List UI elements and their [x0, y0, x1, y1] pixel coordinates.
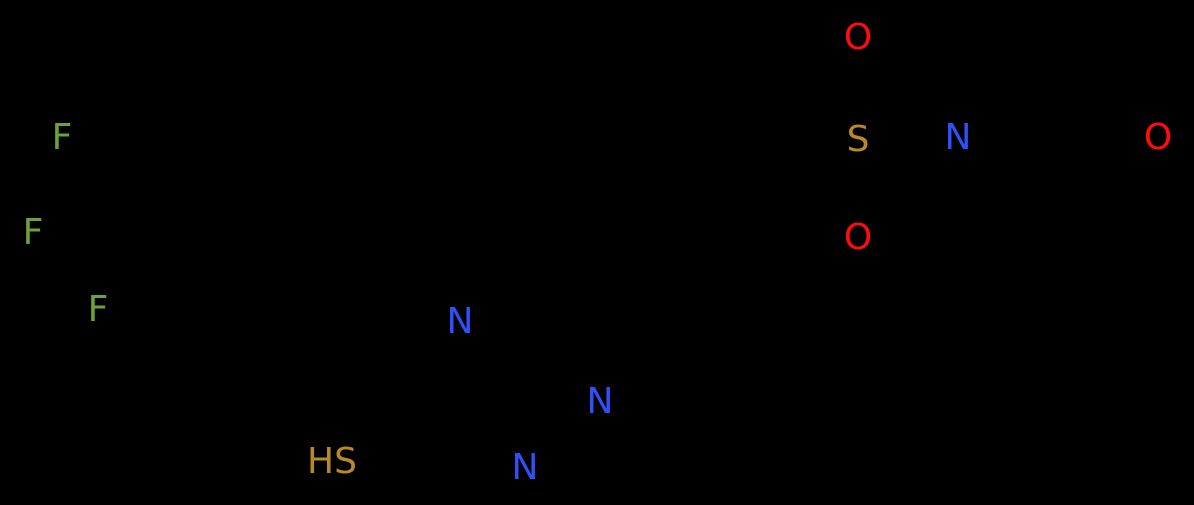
- atom-fluorine-2: F: [22, 212, 44, 253]
- atom-triazole-nitrogen-1: N: [586, 381, 614, 422]
- atom-triazole-nitrogen-2: N: [511, 447, 539, 488]
- atom-thiol: HS: [307, 441, 357, 482]
- atom-sulfonyl-sulfur: S: [846, 119, 870, 160]
- atom-morpholine-nitrogen: N: [944, 117, 972, 158]
- atom-fluorine-1: F: [51, 117, 73, 158]
- atom-triazole-nitrogen-4: N: [446, 301, 474, 342]
- atom-fluorine-3: F: [87, 289, 109, 330]
- atom-sulfonyl-oxygen-top: O: [843, 17, 873, 58]
- atom-sulfonyl-oxygen-bottom: O: [843, 217, 873, 258]
- atom-morpholine-oxygen: O: [1143, 117, 1173, 158]
